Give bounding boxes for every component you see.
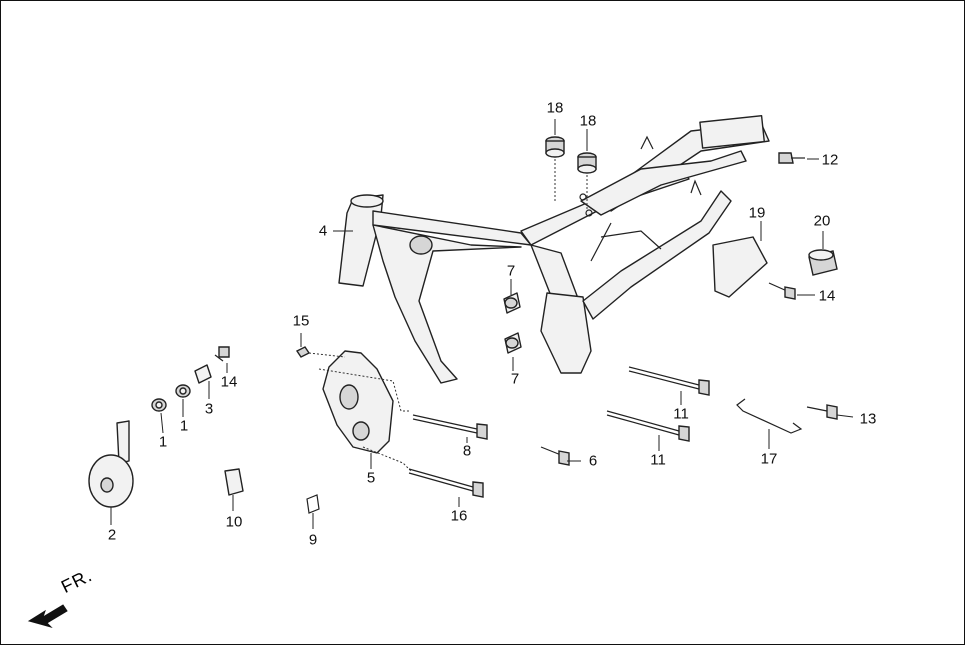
clip-parts <box>224 468 320 514</box>
bushing-parts <box>151 364 212 412</box>
callout-14-right: 14 <box>818 287 836 305</box>
leader-lines <box>110 119 854 529</box>
callout-11-upper: 11 <box>673 405 689 423</box>
callout-6: 6 <box>588 452 598 470</box>
callout-17: 17 <box>760 450 778 468</box>
callout-15: 15 <box>292 312 310 330</box>
nut-part <box>295 346 311 358</box>
callout-4: 4 <box>318 222 328 240</box>
callout-11-lower: 11 <box>650 451 666 469</box>
horn-part <box>88 420 134 508</box>
callout-19: 19 <box>748 204 766 222</box>
frame-part <box>338 115 770 384</box>
callout-3: 3 <box>204 400 214 418</box>
callout-13: 13 <box>859 410 877 428</box>
callout-7-lower: 7 <box>510 370 520 388</box>
bracket-part <box>308 350 412 472</box>
callout-9: 9 <box>308 531 318 549</box>
callout-5: 5 <box>366 469 376 487</box>
callout-12: 12 <box>821 151 839 169</box>
callout-2: 2 <box>107 526 117 544</box>
callout-1-right: 1 <box>179 417 189 435</box>
callout-7-upper: 7 <box>506 262 516 280</box>
callout-18-right: 18 <box>579 112 597 130</box>
misc-parts <box>712 236 838 434</box>
callout-8: 8 <box>462 442 472 460</box>
bolt-parts <box>214 152 838 498</box>
front-arrow-icon <box>27 604 68 628</box>
callout-20: 20 <box>813 212 831 230</box>
callout-1-left: 1 <box>158 433 168 451</box>
callout-10: 10 <box>225 513 243 531</box>
collar-part <box>503 292 522 354</box>
damper-part <box>545 136 597 211</box>
callout-18-left: 18 <box>546 99 564 117</box>
callout-16: 16 <box>450 507 468 525</box>
callout-14-left: 14 <box>220 373 238 391</box>
